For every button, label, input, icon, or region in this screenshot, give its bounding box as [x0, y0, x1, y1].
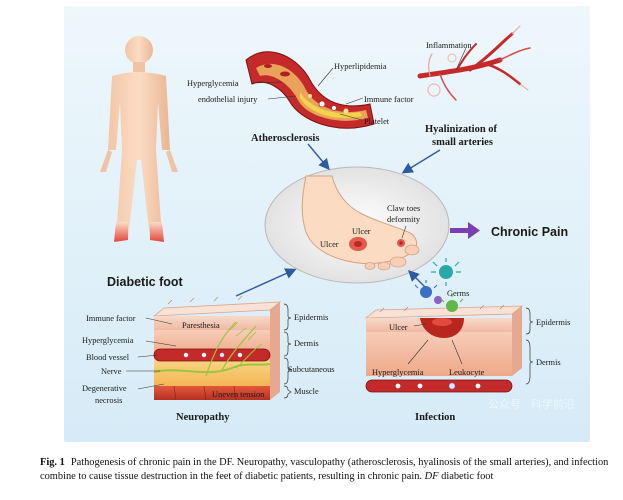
neuro-layer-epidermis: Epidermis	[294, 313, 328, 322]
claw-toes-label-line1: Claw toes	[387, 204, 420, 213]
chronic-pain-arrow	[450, 222, 480, 239]
small-arteries-illustration	[417, 25, 531, 101]
neuro-label-hyperglycemia: Hyperglycemia	[82, 336, 134, 345]
hyalinization-title-line1: Hyalinization of	[425, 124, 498, 135]
neuro-label-necrosis: necrosis	[95, 396, 122, 405]
caption-abbrev-text: diabetic foot	[441, 471, 494, 482]
caption-text: Pathogenesis of chronic pain in the DF. …	[40, 457, 609, 482]
infection-leader-lines	[407, 323, 463, 365]
athero-label-immune-factor: Immune factor	[364, 95, 414, 104]
infection-skin-block	[364, 304, 524, 393]
hyalinization-title-line2: small arteries	[432, 137, 493, 148]
inflammation-leader-line	[455, 47, 467, 71]
neuro-layer-dermis: Dermis	[294, 339, 319, 348]
neuro-layer-subcutaneous: Subcutaneous	[288, 365, 335, 374]
atherosclerosis-title: Atherosclerosis	[251, 133, 319, 144]
neuro-label-nerve: Nerve	[101, 367, 122, 376]
athero-label-endothelial-injury: endothelial injury	[198, 95, 258, 104]
germs-cluster	[414, 258, 464, 312]
atherosclerosis-leader-lines	[251, 67, 364, 121]
infection-label-germs: Germs	[447, 289, 469, 298]
caption-label: Fig. 1	[40, 457, 65, 468]
neuropathy-leader-lines	[126, 317, 177, 390]
infection-label-leukocyte: Leukocyte	[449, 368, 485, 377]
atherosclerosis-vessel	[245, 51, 375, 129]
neuropathy-layer-brackets	[283, 303, 292, 399]
watermark-text: 公众号 · 科学前沿	[488, 397, 575, 411]
neuro-label-paresthesia: Paresthesia	[182, 321, 220, 330]
neuropathy-title: Neuropathy	[176, 412, 230, 423]
chronic-pain-label: Chronic Pain	[491, 225, 568, 239]
infection-layer-dermis: Dermis	[536, 358, 561, 367]
neuro-label-blood-vessel: Blood vessel	[86, 353, 130, 362]
athero-label-hyperglycemia: Hyperglycemia	[187, 79, 239, 88]
neuro-label-degenerative: Degenerative	[82, 384, 127, 393]
neuro-label-immune-factor: Immune factor	[86, 314, 136, 323]
caption-abbrev-term: DF	[424, 471, 439, 482]
neuro-label-uneven-tension: Uneven tension	[212, 390, 265, 399]
infection-label-hyperglycemia: Hyperglycemia	[372, 368, 424, 377]
neuropathy-skin-block	[152, 295, 282, 401]
inflammation-label: Inflammation	[426, 41, 472, 50]
infection-layer-brackets	[525, 307, 534, 385]
foot-ulcer-label-b: Ulcer	[320, 240, 339, 249]
foot-ulcer-label-a: Ulcer	[352, 227, 371, 236]
athero-label-platelet: Platelet	[364, 117, 390, 126]
figure-illustration: Diabetic foot Hyperglycemia endothelial …	[64, 6, 590, 442]
claw-toes-leader-line	[401, 225, 407, 239]
infection-title: Infection	[415, 412, 455, 423]
infection-layer-epidermis: Epidermis	[536, 318, 570, 327]
claw-toes-label-line2: deformity	[387, 215, 421, 224]
neuro-layer-muscle: Muscle	[294, 387, 319, 396]
human-body-figure	[100, 36, 178, 242]
diabetic-foot-illustration	[301, 175, 420, 271]
body-title: Diabetic foot	[107, 275, 184, 289]
athero-label-hyperlipidemia: Hyperlipidemia	[334, 62, 387, 71]
infection-label-ulcer: Ulcer	[389, 323, 408, 332]
